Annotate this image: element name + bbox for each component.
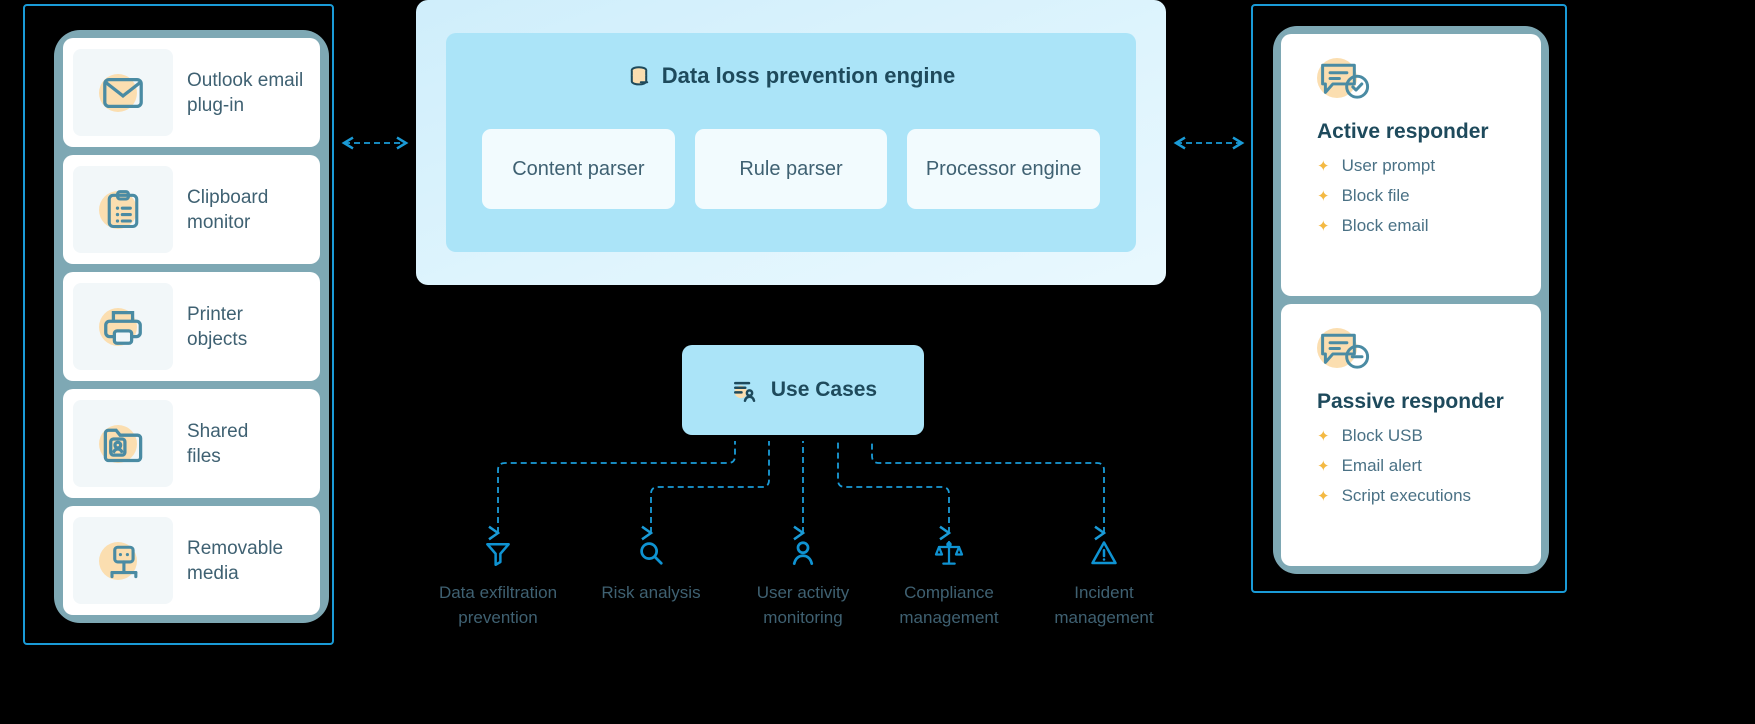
responder-icon-container (1317, 328, 1373, 378)
responders-stack: Active responder ✦ User prompt ✦ Block f… (1273, 26, 1549, 574)
use-case-item-user-activity-monitoring[interactable]: User activity monitoring (728, 538, 878, 630)
use-case-item-incident-management[interactable]: Incident management (1029, 538, 1179, 630)
use-case-label-line1: Incident (1074, 583, 1134, 602)
person-icon (792, 541, 814, 565)
responders-panel: Active responder ✦ User prompt ✦ Block f… (1251, 4, 1567, 593)
chat-minus-icon (1321, 333, 1370, 369)
funnel-icon (486, 543, 510, 566)
use-case-label-line2: management (899, 608, 999, 627)
sparkle-icon: ✦ (1317, 457, 1330, 475)
responder-action-item: ✦ User prompt (1317, 156, 1519, 176)
use-case-label: Data exfiltration prevention (439, 580, 557, 630)
source-card-removable-media[interactable]: Removable media (63, 506, 320, 615)
responder-title: Passive responder (1317, 390, 1504, 413)
source-card-shared-files[interactable]: Shared files (63, 389, 320, 498)
sparkle-icon: ✦ (1317, 217, 1330, 235)
source-icon-container (73, 517, 173, 604)
source-icon-container (73, 49, 173, 136)
dlp-engine-panel: Data loss prevention engine Content pars… (416, 0, 1166, 285)
source-label-line2: monitor (187, 211, 251, 233)
source-card-clipboard-monitor[interactable]: Clipboard monitor (63, 155, 320, 264)
use-case-items-row: Data exfiltration prevention Risk analys… (410, 538, 1170, 638)
source-icon-container (73, 400, 173, 487)
data-sources-panel: Outlook email plug-in (23, 4, 334, 645)
source-icon-container (73, 283, 173, 370)
parser-box-processor-engine[interactable]: Processor engine (907, 129, 1101, 209)
list-user-icon (733, 381, 756, 402)
responder-action-label: Email alert (1341, 456, 1422, 475)
source-label: Shared files (187, 419, 248, 469)
responder-action-item: ✦ Email alert (1317, 456, 1519, 476)
responder-action-label: Block USB (1341, 426, 1423, 445)
responder-card-passive[interactable]: Passive responder ✦ Block USB ✦ Email al… (1281, 304, 1541, 566)
source-label-line2: media (187, 562, 239, 584)
source-card-printer-objects[interactable]: Printer objects (63, 272, 320, 381)
use-case-label: Incident management (1054, 580, 1153, 630)
use-case-item-data-exfiltration-prevention[interactable]: Data exfiltration prevention (423, 538, 573, 630)
responder-icon-container (1317, 58, 1373, 108)
use-case-label: User activity monitoring (757, 580, 850, 630)
responder-action-list: ✦ User prompt ✦ Block file ✦ Block email (1317, 156, 1519, 236)
sparkle-icon: ✦ (1317, 487, 1330, 505)
source-label: Outlook email plug-in (187, 68, 303, 118)
source-label-line2: objects (187, 328, 248, 350)
responder-title: Active responder (1317, 120, 1489, 143)
dlp-engine-title: Data loss prevention engine (661, 63, 956, 88)
sparkle-icon: ✦ (1317, 427, 1330, 445)
responder-action-label: User prompt (1341, 156, 1436, 175)
responder-action-list: ✦ Block USB ✦ Email alert ✦ Script execu… (1317, 426, 1519, 506)
chat-check-icon (1321, 63, 1370, 99)
use-case-label-line1: Data exfiltration (438, 583, 558, 602)
use-cases-box[interactable]: Use Cases (682, 345, 924, 435)
source-card-outlook-email-plugin[interactable]: Outlook email plug-in (63, 38, 320, 147)
sparkle-icon: ✦ (1317, 157, 1330, 175)
envelope-icon (103, 77, 143, 108)
source-label: Printer objects (187, 302, 247, 352)
source-label-line1: Clipboard (187, 186, 269, 208)
parser-box-rule-parser[interactable]: Rule parser (694, 129, 888, 209)
parser-box-row: Content parser Rule parser Processor eng… (482, 129, 1101, 209)
use-case-label-line1: Compliance (904, 583, 994, 602)
usb-drive-icon (110, 545, 138, 578)
printer-icon (104, 310, 142, 345)
sparkle-icon: ✦ (1317, 187, 1330, 205)
source-label: Removable media (187, 536, 283, 586)
use-case-label-line2: prevention (458, 608, 538, 627)
use-case-label-line2: monitoring (763, 608, 843, 627)
source-label-line1: Outlook email (187, 69, 304, 91)
responder-action-item: ✦ Block file (1317, 186, 1519, 206)
source-label-line2: files (187, 445, 221, 467)
data-sources-stack: Outlook email plug-in (54, 30, 329, 623)
responder-action-label: Block email (1341, 216, 1429, 235)
use-case-item-compliance-management[interactable]: Compliance management (874, 538, 1024, 630)
responder-action-item: ✦ Script executions (1317, 486, 1519, 506)
responder-action-label: Script executions (1341, 486, 1472, 505)
use-case-label-line2: management (1054, 608, 1154, 627)
responder-action-item: ✦ Block USB (1317, 426, 1519, 446)
responder-card-active[interactable]: Active responder ✦ User prompt ✦ Block f… (1281, 34, 1541, 296)
source-label: Clipboard monitor (187, 185, 268, 235)
use-case-label: Compliance management (899, 580, 998, 630)
use-case-label-line1: Risk analysis (601, 583, 701, 602)
source-icon-container (73, 166, 173, 253)
warning-triangle-icon (1091, 541, 1117, 565)
use-cases-title: Use Cases (770, 378, 878, 401)
parser-box-content-parser[interactable]: Content parser (482, 129, 675, 209)
use-case-item-risk-analysis[interactable]: Risk analysis (576, 538, 726, 605)
source-label-line1: Printer (187, 303, 243, 325)
dlp-engine-title-row: Data loss prevention engine (446, 63, 1136, 89)
source-label-line1: Removable (187, 537, 284, 559)
database-icon (630, 66, 648, 86)
responder-action-label: Block file (1341, 186, 1410, 205)
use-case-label-line1: User activity (756, 583, 850, 602)
dlp-engine-inner: Data loss prevention engine Content pars… (446, 33, 1136, 252)
responder-action-item: ✦ Block email (1317, 216, 1519, 236)
magnifier-icon (640, 542, 663, 565)
use-case-label: Risk analysis (601, 580, 700, 605)
shared-folder-icon (103, 428, 143, 462)
scales-icon (934, 540, 964, 565)
clipboard-icon (107, 189, 139, 228)
source-label-line2: plug-in (187, 94, 245, 116)
source-label-line1: Shared (187, 420, 249, 442)
